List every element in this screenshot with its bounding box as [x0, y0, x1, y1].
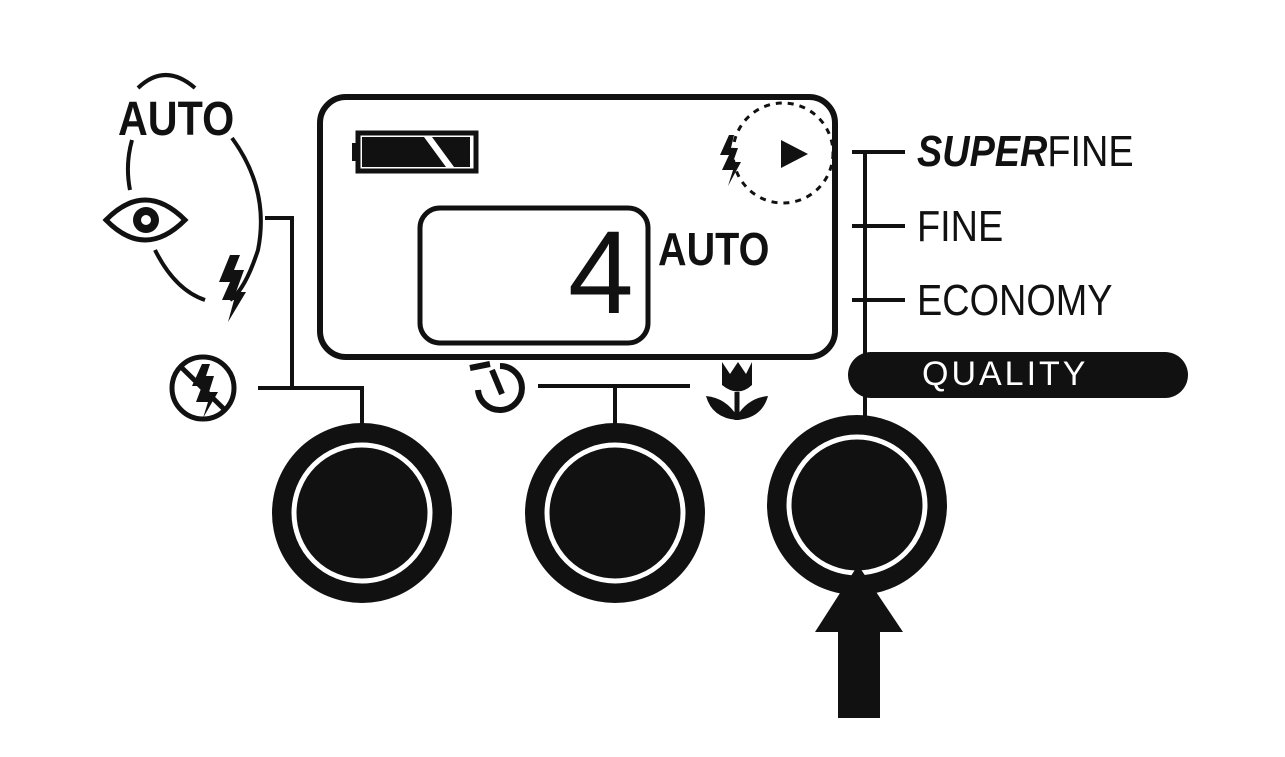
lcd-auto-label: AUTO: [658, 223, 770, 275]
flash-cycle-arcs: [125, 73, 263, 302]
play-highlight-circle: [731, 101, 835, 205]
quality-label-bar: [848, 352, 1188, 398]
frame-counter-window: [417, 205, 651, 346]
eye-icon: [102, 197, 189, 243]
frame-count-digit: 4: [568, 207, 634, 339]
self-timer-macro-button[interactable]: [525, 423, 705, 603]
macro-flower-icon: [706, 362, 768, 420]
flash-mode-button[interactable]: [272, 423, 452, 603]
superfine-text: FINE: [1047, 127, 1134, 176]
flash-off-icon: [169, 354, 237, 422]
quality-option-superfine[interactable]: SUPERFINE: [917, 127, 1134, 177]
play-icon: [781, 140, 808, 168]
superfine-emphasis: SUPER: [917, 127, 1048, 176]
quality-option-fine[interactable]: FINE: [917, 202, 1004, 251]
flash-small-icon: [720, 135, 741, 186]
quality-label: QUALITY: [922, 355, 1089, 393]
flash-icon: [219, 255, 246, 322]
quality-option-economy[interactable]: ECONOMY: [917, 276, 1113, 325]
connector-lines: [258, 150, 905, 430]
battery-icon: [352, 130, 479, 174]
press-arrow-icon: [815, 565, 903, 718]
self-timer-icon: [469, 361, 525, 413]
flash-auto-label: AUTO: [118, 93, 235, 146]
